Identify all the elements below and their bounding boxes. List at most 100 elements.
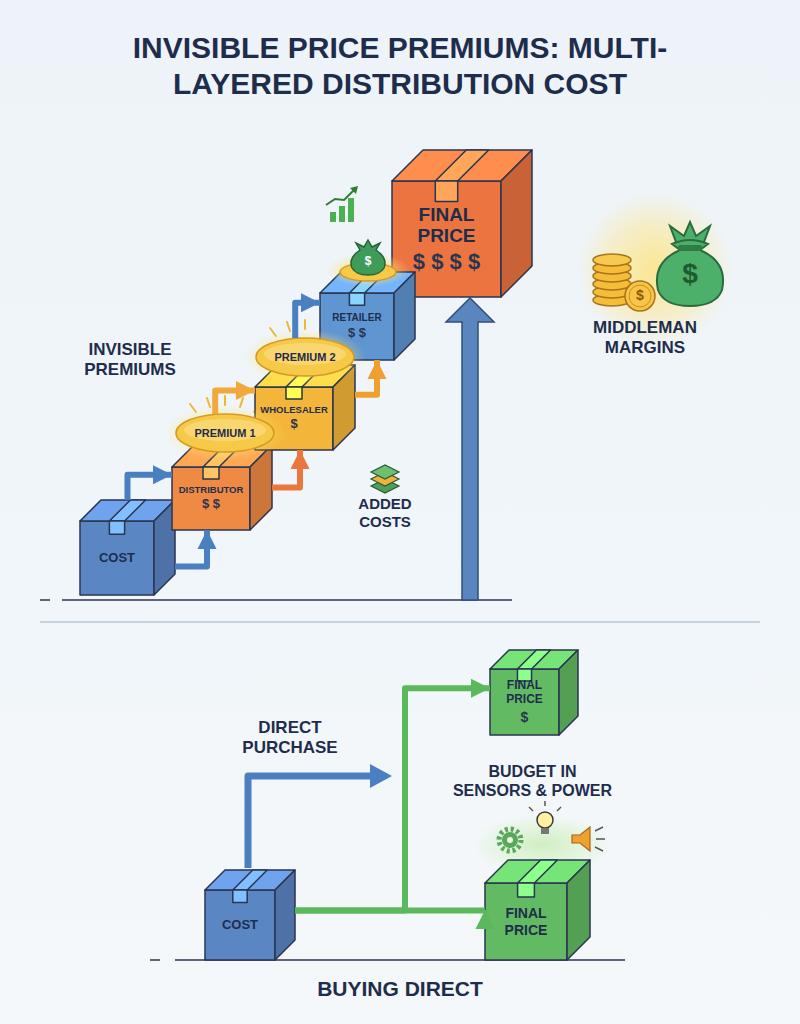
box-label: DISTRIBUTOR [179, 485, 244, 496]
growth-chart-icon [348, 198, 354, 222]
box-side-face [333, 365, 355, 450]
growth-chart-icon [339, 206, 345, 222]
box-label: RETAILER [332, 312, 381, 324]
cube-box: FINAL PRICE [485, 860, 590, 960]
box-tape [109, 500, 145, 521]
middleman-money-icon [678, 245, 702, 251]
dollar-marks: $ [290, 417, 297, 432]
flow-arrow [295, 303, 320, 338]
annotation-text: MIDDLEMAN MARGINS [575, 318, 715, 359]
dollar-sign: $ [630, 287, 650, 304]
middleman-money-icon [657, 240, 723, 306]
box-side-face [275, 870, 295, 960]
box-tape [349, 293, 364, 305]
box-side-face [559, 650, 578, 735]
box-tape [233, 870, 267, 890]
big-rise-arrow [446, 298, 494, 600]
annotation-text: BUDGET IN SENSORS & POWER [450, 762, 615, 800]
premium-ellipse [256, 338, 354, 376]
top-baseline [40, 599, 512, 601]
box-side-face [394, 272, 415, 360]
middleman-money-icon [629, 285, 651, 307]
box-front-face [172, 467, 250, 530]
sensor-power-icons [529, 807, 533, 811]
box-front-face [255, 387, 333, 450]
sensor-power-icons [541, 828, 549, 834]
box-outline [80, 500, 175, 595]
cube-box: COST [205, 870, 295, 960]
box-face: PREMIUM 2 [256, 338, 354, 376]
box-tape [203, 445, 241, 467]
sensor-power-icons [595, 847, 603, 851]
flow-arrow [295, 688, 490, 910]
box-tape [518, 860, 558, 883]
sensor-power-icons [502, 832, 518, 848]
direct-purchase-arrow [248, 776, 374, 868]
premium-rays [304, 320, 306, 329]
annotation-text: ADDED COSTS [345, 495, 425, 531]
sensor-power-icons [499, 829, 521, 851]
flow-arrow [355, 360, 377, 395]
box-tape [203, 467, 219, 479]
box-face: FINAL PRICE [485, 883, 567, 960]
box-face: FINAL PRICE $ [490, 669, 559, 735]
premium-badge: PREMIUM 1 [176, 414, 274, 452]
box-tape [286, 365, 324, 387]
retailer-money-bag [351, 240, 385, 275]
premium-highlight [184, 419, 266, 441]
box-tape [349, 272, 385, 293]
dollar-sign: $ [674, 257, 706, 291]
box-label: FINAL PRICE [394, 204, 499, 248]
flow-arrow [128, 475, 173, 500]
flow-arrow [272, 450, 300, 488]
dollar-marks: $ $ $ $ [413, 249, 480, 274]
diagram-title: INVISIBLE PRICE PREMIUMS: MULTI-LAYERED … [110, 30, 690, 102]
box-label: PREMIUM 1 [194, 427, 255, 440]
box-face: PREMIUM 1 [176, 414, 274, 452]
box-side-face [250, 445, 272, 530]
box-label: FINAL PRICE [492, 679, 557, 707]
box-side-face [567, 860, 590, 960]
annotation-text: DIRECT PURCHASE [225, 718, 355, 759]
premium-rays [287, 322, 290, 331]
added-costs-icon [371, 465, 399, 493]
top-baseline [40, 599, 50, 601]
box-face: DISTRIBUTOR$ $ [172, 467, 250, 530]
box-label: WHOLESALER [260, 405, 328, 416]
growth-chart-icon [326, 189, 355, 205]
premium-badge: PREMIUM 2 [256, 338, 354, 376]
premium-rays [224, 396, 226, 405]
sensor-power-icons [595, 827, 603, 831]
box-label: COST [222, 918, 258, 933]
flow-arrow [295, 907, 485, 914]
growth-chart-icon [330, 212, 336, 222]
box-label: FINAL PRICE [487, 905, 565, 937]
sensor-power-icons [544, 801, 546, 806]
flow-arrow [175, 530, 207, 567]
box-tape [286, 387, 302, 399]
dollar-sign: $ [358, 254, 378, 268]
middleman-money-icon [625, 281, 655, 311]
premium-rays [207, 398, 210, 407]
box-label: COST [99, 551, 135, 566]
box-front-face [320, 293, 394, 360]
flow-arrow [215, 391, 255, 415]
middleman-money-icon [593, 254, 631, 266]
direct-purchase-arrow [248, 764, 392, 868]
top-baseline [62, 599, 512, 601]
growth-chart-icon [350, 186, 358, 194]
dollar-marks: $ $ [202, 497, 220, 512]
box-tape [109, 521, 124, 534]
box-front-face [485, 883, 567, 960]
box-face: COST [80, 521, 154, 595]
box-tape [435, 181, 457, 202]
dollar-marks: $ [521, 709, 529, 725]
box-tape [435, 150, 488, 181]
annotation-text: BUYING DIRECT [200, 976, 600, 1001]
box-face: COST [205, 890, 275, 960]
box-outline [205, 870, 295, 960]
box-front-face [490, 669, 559, 735]
premium-highlight [264, 343, 346, 365]
box-label: PREMIUM 2 [274, 351, 335, 364]
